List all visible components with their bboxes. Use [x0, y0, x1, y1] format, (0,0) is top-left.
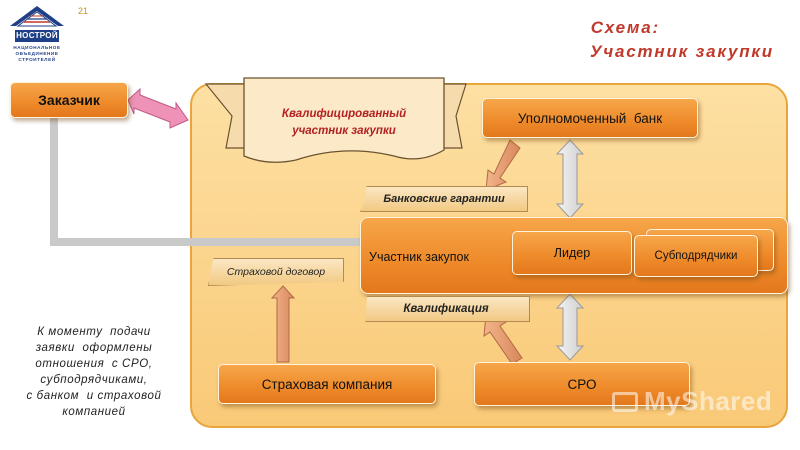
sro-to-qualification-arrow	[483, 313, 523, 365]
insurance-to-contract-arrow	[270, 285, 296, 363]
leader-box: Лидер	[512, 231, 632, 275]
page-number: 21	[78, 6, 89, 16]
watermark-text: MyShared	[644, 386, 773, 416]
insurance-company-label: Страховая компания	[261, 376, 393, 392]
note-line-2: заявки оформлены	[35, 342, 153, 354]
leader-label: Лидер	[553, 246, 591, 260]
logo-name: НОСТРОЙ	[15, 30, 59, 42]
sro-participants-double-arrow	[555, 293, 585, 361]
qualified-participant-line-2: участник закупки	[292, 125, 396, 137]
watermark-screen-icon	[612, 392, 638, 412]
sro-box: СРО	[474, 362, 690, 406]
qualified-participant-label: Квалифицированный участник закупки	[246, 90, 442, 156]
qualified-participant-line-1: Квалифицированный	[281, 108, 407, 120]
customer-panel-double-arrow	[127, 87, 189, 129]
insurance-company-box: Страховая компания	[218, 364, 436, 404]
title-line-1: Схема:	[590, 18, 660, 37]
subcontractors-box: Субподрядчики	[634, 235, 758, 277]
note-line-5: с банком и страховой	[26, 390, 162, 402]
authorized-bank-box: Уполномоченный банк	[482, 98, 698, 138]
title-line-2: Участник закупки	[589, 42, 774, 61]
note-line-4: субподрядчиками,	[40, 374, 148, 386]
bank-to-guarantees-arrow	[485, 139, 521, 191]
note-line-6: компанией	[62, 406, 126, 418]
qualification-label: Квалификация	[403, 303, 489, 315]
qualified-participant-scroll	[204, 77, 467, 163]
slide-title: Схема: Участник закупки	[590, 16, 778, 64]
logo-line-1: НАЦИОНАЛЬНОЕ	[13, 45, 61, 50]
customer-box: Заказчик	[10, 82, 128, 118]
insurance-contract-ribbon: Страховой договор	[208, 258, 344, 286]
bank-label: Уполномоченный банк	[517, 110, 663, 126]
logo-subtitle: НАЦИОНАЛЬНОЕ ОБЪЕДИНЕНИЕ СТРОИТЕЛЕЙ	[6, 45, 68, 63]
bank-guarantees-label: Банковские гарантии	[383, 193, 505, 205]
side-note: К моменту подачи заявки оформлены отноше…	[6, 324, 182, 420]
nostroy-logo: НОСТРОЙ НАЦИОНАЛЬНОЕ ОБЪЕДИНЕНИЕ СТРОИТЕ…	[6, 4, 68, 66]
logo-line-2: ОБЪЕДИНЕНИЕ	[15, 51, 59, 56]
customer-participants-connector	[50, 118, 362, 246]
qualification-ribbon: Квалификация	[365, 296, 530, 322]
house-logo-icon	[10, 6, 64, 27]
bank-guarantees-ribbon: Банковские гарантии	[360, 186, 528, 212]
insurance-contract-label: Страховой договор	[226, 266, 326, 278]
logo-line-3: СТРОИТЕЛЕЙ	[18, 57, 56, 62]
sro-label: СРО	[567, 376, 597, 392]
customer-label: Заказчик	[38, 92, 100, 108]
participants-label: Участник закупок	[369, 250, 469, 264]
subcontractors-label: Субподрядчики	[654, 250, 738, 262]
note-line-1: К моменту подачи	[37, 326, 151, 338]
bank-participants-double-arrow	[555, 139, 585, 219]
note-line-3: отношения с СРО,	[35, 358, 153, 370]
